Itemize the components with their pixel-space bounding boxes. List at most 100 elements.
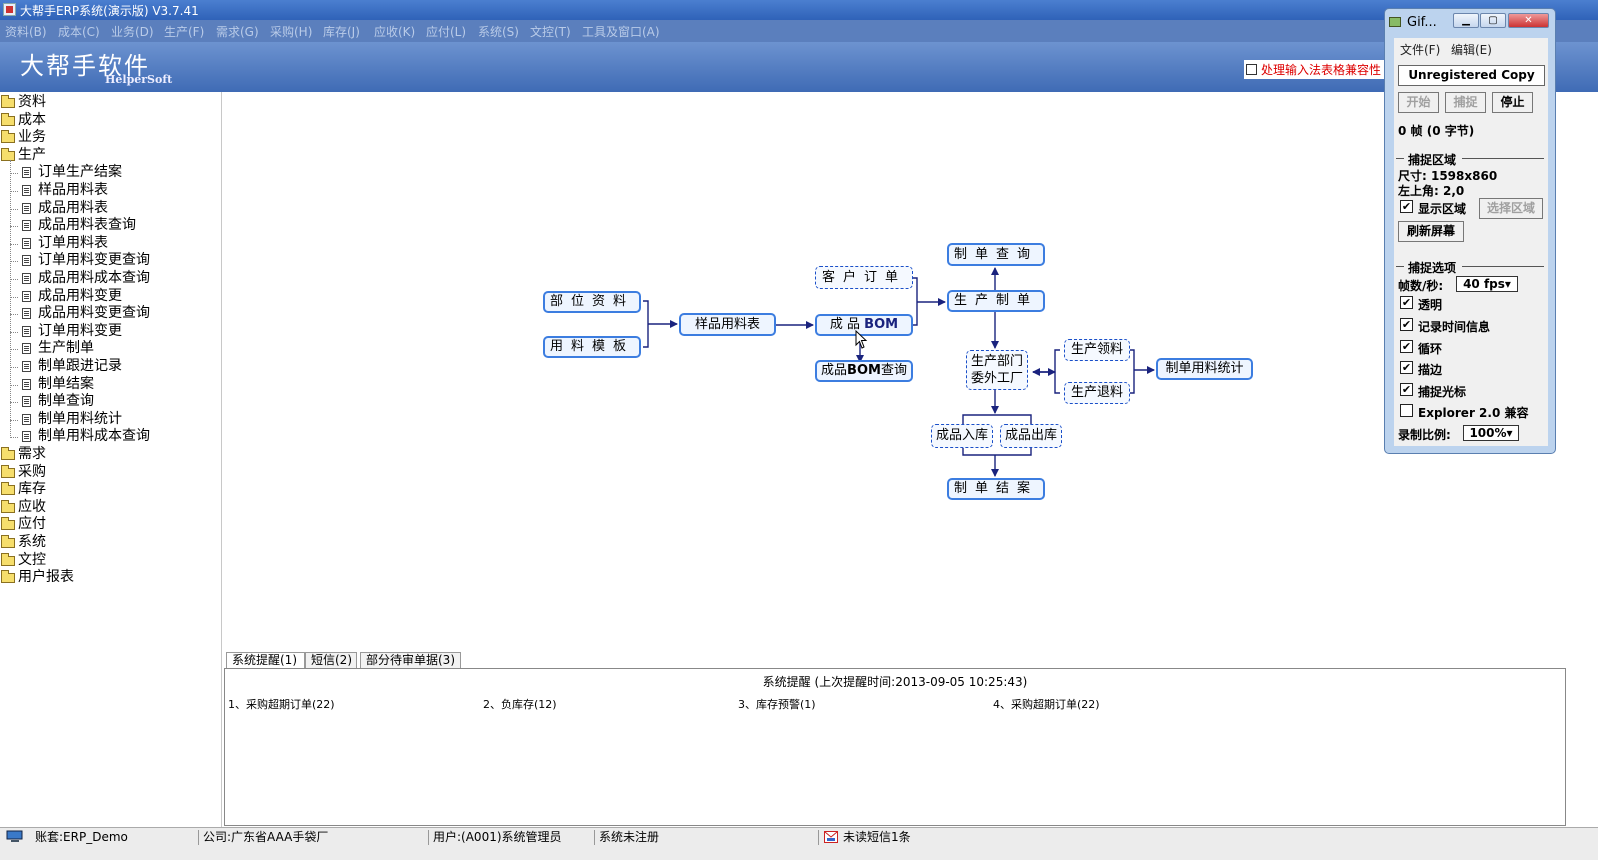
chevron-down-icon: ▾ bbox=[1506, 426, 1513, 440]
bom-query-prefix: 成品 bbox=[821, 363, 848, 378]
unregistered-banner: Unregistered Copy bbox=[1398, 65, 1545, 86]
gif-recorder-window: Gif... ▁ ▢ ✕ 文件(F) 编辑(E) Unregistered Co… bbox=[1384, 8, 1556, 454]
menu-item-data[interactable]: 资料(B) bbox=[5, 25, 47, 39]
menu-item-inventory[interactable]: 库存(J) bbox=[323, 25, 360, 39]
tree-node-label: 样品用料表 bbox=[38, 182, 108, 198]
tree-connector bbox=[10, 261, 18, 263]
fps-value: 40 fps bbox=[1463, 277, 1505, 291]
status-registration: 系统未注册 bbox=[594, 830, 659, 845]
close-button[interactable]: ✕ bbox=[1508, 13, 1549, 28]
tree-node-label: 制单用料统计 bbox=[38, 410, 122, 427]
menu-item-business[interactable]: 业务(D) bbox=[111, 25, 154, 39]
show-area-checkbox[interactable]: ✔ bbox=[1400, 200, 1413, 213]
flow-node-customer-order[interactable]: 客户订单 bbox=[815, 266, 913, 289]
tree-connector bbox=[10, 208, 18, 210]
flow-node-order-close[interactable]: 制单结案 bbox=[947, 478, 1045, 500]
flow-node-material-stats[interactable]: 制单用料统计 bbox=[1156, 358, 1253, 380]
banner: 大帮手软件 HelperSoft 处理输入法表格兼容性 bbox=[0, 42, 1598, 92]
option-label: Explorer 2.0 兼容 bbox=[1418, 406, 1529, 420]
option-checkbox[interactable]: ✔ bbox=[1400, 296, 1413, 309]
recorder-title: Gif... bbox=[1407, 15, 1437, 30]
flow-node-production-order[interactable]: 生产制单 bbox=[947, 290, 1045, 312]
folder-icon bbox=[1, 447, 15, 460]
document-icon bbox=[22, 202, 31, 214]
document-icon bbox=[22, 220, 31, 232]
flow-node-production-dept[interactable]: 生产部门委外工厂 bbox=[966, 350, 1028, 390]
option-checkbox[interactable]: ✔ bbox=[1400, 318, 1413, 331]
maximize-button[interactable]: ▢ bbox=[1480, 13, 1506, 28]
ratio-select[interactable]: 100%▾ bbox=[1463, 425, 1519, 441]
option-checkbox[interactable] bbox=[1400, 404, 1413, 417]
tree-node-label: 文控 bbox=[18, 551, 46, 568]
tree-node-label: 采购 bbox=[18, 463, 46, 480]
option-checkbox[interactable]: ✔ bbox=[1400, 361, 1413, 374]
flow-diagram bbox=[643, 267, 1155, 477]
refresh-screen-button[interactable]: 刷新屏幕 bbox=[1398, 221, 1464, 242]
flow-node-order-query[interactable]: 制单查询 bbox=[947, 243, 1045, 266]
section-rule bbox=[1462, 158, 1544, 159]
option-label: 描边 bbox=[1418, 363, 1443, 377]
menu-item-production[interactable]: 生产(F) bbox=[164, 25, 205, 39]
recorder-app-icon bbox=[1389, 17, 1401, 27]
fps-select[interactable]: 40 fps▾ bbox=[1456, 276, 1518, 292]
flow-node-product-bom[interactable]: 成 品 BOM bbox=[815, 314, 913, 336]
status-messages[interactable]: 未读短信1条 bbox=[818, 830, 911, 845]
tree-node-label: 成本 bbox=[18, 111, 46, 128]
minimize-button[interactable]: ▁ bbox=[1453, 13, 1479, 28]
tree-node-label: 成品用料变更查询 bbox=[38, 305, 150, 322]
reminder-panel: 系统提醒 (上次提醒时间:2013-09-05 10:25:43) 1、采购超期… bbox=[224, 668, 1566, 826]
reminder-item[interactable]: 4、采购超期订单(22) bbox=[993, 698, 1100, 711]
folder-open-icon bbox=[1, 147, 15, 161]
folder-icon bbox=[1, 535, 15, 548]
recorder-body: 文件(F) 编辑(E) Unregistered Copy 开始 捕捉 停止 0… bbox=[1394, 38, 1548, 446]
document-icon bbox=[22, 255, 31, 267]
show-area-label: 显示区域 bbox=[1418, 202, 1467, 216]
status-account: 账套:ERP_Demo bbox=[35, 830, 128, 844]
menu-item-payable[interactable]: 应付(L) bbox=[426, 25, 467, 39]
reminder-item[interactable]: 1、采购超期订单(22) bbox=[228, 698, 335, 711]
option-checkbox[interactable]: ✔ bbox=[1400, 383, 1413, 396]
menu-item-doc-control[interactable]: 文控(T) bbox=[530, 25, 571, 39]
tab-system-reminder[interactable]: 系统提醒(1) bbox=[226, 652, 305, 669]
flow-node-material-issue[interactable]: 生产领料 bbox=[1064, 339, 1130, 361]
stop-button[interactable]: 停止 bbox=[1492, 92, 1533, 113]
menu-item-purchase[interactable]: 采购(H) bbox=[270, 25, 313, 39]
ime-compat-label: 处理输入法表格兼容性 bbox=[1261, 63, 1382, 77]
menu-item-tools-window[interactable]: 工具及窗口(A) bbox=[582, 25, 660, 39]
document-icon bbox=[22, 343, 31, 355]
computer-icon bbox=[6, 830, 23, 842]
recorder-menu-file[interactable]: 文件(F) bbox=[1400, 43, 1441, 57]
tab-pending-docs[interactable]: 部分待审单据(3) bbox=[360, 652, 461, 669]
menu-item-system[interactable]: 系统(S) bbox=[478, 25, 519, 39]
ime-compat-checkbox[interactable]: 处理输入法表格兼容性 bbox=[1244, 60, 1386, 79]
select-area-button[interactable]: 选择区域 bbox=[1479, 198, 1543, 219]
option-checkbox[interactable]: ✔ bbox=[1400, 340, 1413, 353]
flow-node-material-return[interactable]: 生产退料 bbox=[1064, 382, 1130, 404]
status-user: 用户:(A001)系统管理员 bbox=[428, 830, 562, 845]
flow-node-fg-in[interactable]: 成品入库 bbox=[931, 424, 993, 448]
flow-node-part-data[interactable]: 部位资料 bbox=[543, 291, 641, 313]
flow-node-fg-out[interactable]: 成品出库 bbox=[1000, 424, 1062, 448]
flow-node-sample-bom[interactable]: 样品用料表 bbox=[679, 313, 776, 336]
tree-node-label: 应付 bbox=[18, 516, 46, 533]
capture-button[interactable]: 捕捉 bbox=[1445, 92, 1486, 113]
flow-node-material-template[interactable]: 用料模板 bbox=[543, 336, 641, 358]
checkbox-icon[interactable] bbox=[1246, 64, 1257, 75]
tab-messages[interactable]: 短信(2) bbox=[305, 652, 357, 669]
start-button[interactable]: 开始 bbox=[1398, 92, 1439, 113]
section-rule bbox=[1396, 266, 1404, 267]
menu-item-receivable[interactable]: 应收(K) bbox=[374, 25, 416, 39]
capture-options-heading: 捕捉选项 bbox=[1408, 261, 1457, 275]
document-icon bbox=[22, 308, 31, 320]
menu-item-demand[interactable]: 需求(G) bbox=[216, 25, 259, 39]
tree-connector bbox=[10, 419, 18, 421]
recorder-menu-edit[interactable]: 编辑(E) bbox=[1451, 43, 1492, 57]
flow-connectors bbox=[643, 267, 1155, 477]
tree-connector bbox=[10, 314, 18, 316]
reminder-item[interactable]: 2、负库存(12) bbox=[483, 698, 557, 711]
reminder-item[interactable]: 3、库存预警(1) bbox=[738, 698, 816, 711]
flow-node-bom-query[interactable]: 成品BOM查询 bbox=[815, 360, 913, 382]
logo-subtitle: HelperSoft bbox=[105, 73, 173, 86]
title-bar: 大帮手ERP系统(演示版) V3.7.41 bbox=[0, 0, 1598, 20]
menu-item-cost[interactable]: 成本(C) bbox=[58, 25, 100, 39]
